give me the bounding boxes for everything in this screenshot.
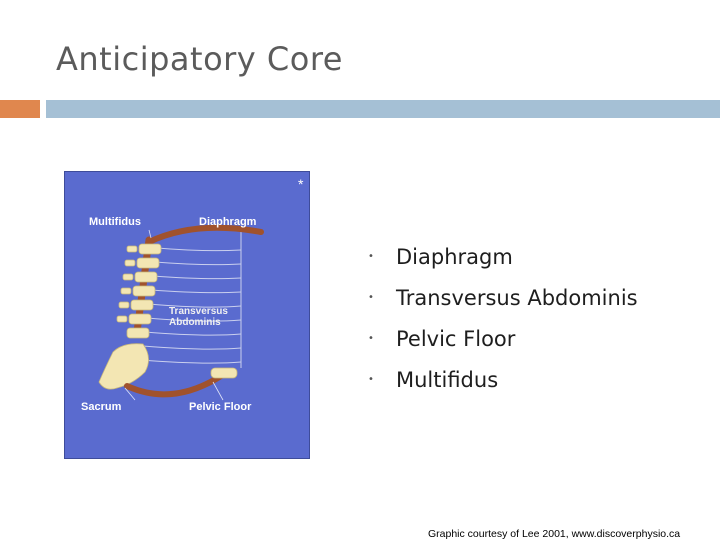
- asterisk-mark: *: [298, 176, 303, 192]
- label-sacrum: Sacrum: [81, 401, 121, 413]
- bullet-item: • Diaphragm: [368, 236, 638, 277]
- slide-title: Anticipatory Core: [56, 40, 343, 78]
- bullet-item: • Transversus Abdominis: [368, 277, 638, 318]
- image-credit: Graphic courtesy of Lee 2001, www.discov…: [428, 528, 680, 540]
- pubic-bone: [211, 368, 237, 378]
- bullet-dot-icon: •: [368, 374, 396, 385]
- bullet-text: Diaphragm: [396, 245, 513, 269]
- label-transversus-line1: Transversus: [169, 306, 228, 317]
- bullet-list: • Diaphragm • Transversus Abdominis • Pe…: [368, 236, 638, 400]
- bullet-dot-icon: •: [368, 292, 396, 303]
- label-pelvic-floor: Pelvic Floor: [189, 401, 251, 413]
- label-transversus-line2: Abdominis: [169, 317, 221, 328]
- bullet-dot-icon: •: [368, 251, 396, 262]
- bullet-dot-icon: •: [368, 333, 396, 344]
- label-multifidus: Multifidus: [89, 216, 141, 228]
- core-muscles-illustration: * Multifidus Diaphragm Transversus Abdom…: [64, 171, 310, 459]
- bullet-item: • Pelvic Floor: [368, 318, 638, 359]
- vertebrae: [127, 244, 161, 338]
- bullet-text: Pelvic Floor: [396, 327, 515, 351]
- bullet-text: Multifidus: [396, 368, 498, 392]
- bullet-item: • Multifidus: [368, 359, 638, 400]
- accent-bar-orange: [0, 100, 40, 118]
- spinous-processes: [117, 246, 137, 322]
- label-diaphragm: Diaphragm: [199, 216, 256, 228]
- sacrum-bone: [99, 344, 149, 389]
- accent-bar-blue: [46, 100, 720, 118]
- diaphragm-muscle: [149, 228, 261, 242]
- bullet-text: Transversus Abdominis: [396, 286, 638, 310]
